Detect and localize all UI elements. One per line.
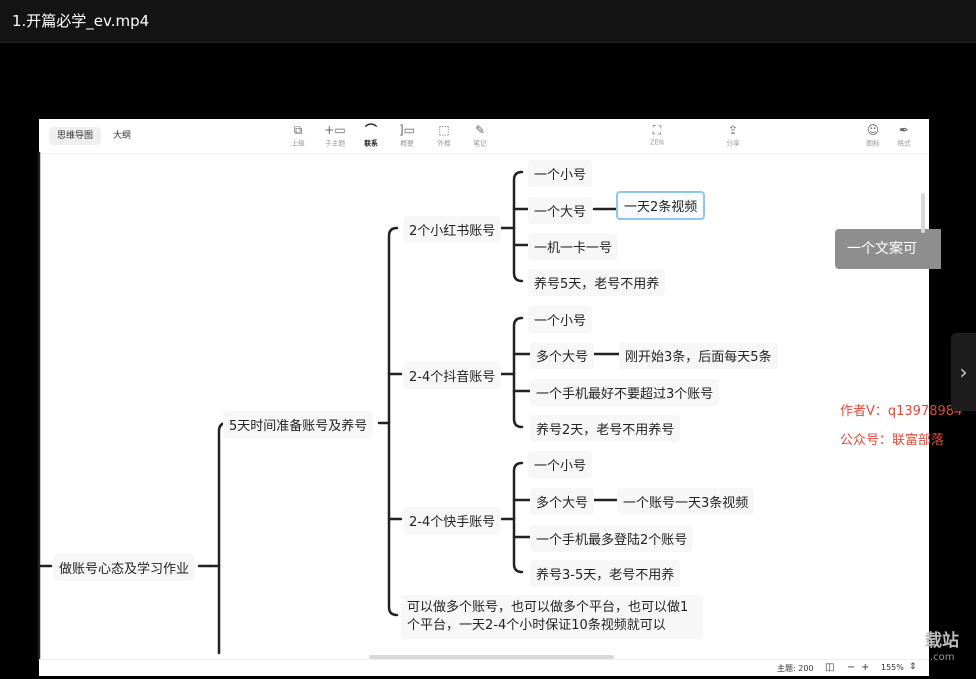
horizontal-scrollbar[interactable] — [369, 655, 614, 659]
relation-button[interactable]: ⌒ 联系 — [354, 123, 388, 149]
mindmap-leaf-node[interactable]: 刚开始3条，后面每天5条 — [619, 342, 778, 369]
insert-sibling-icon: ⧉ — [293, 123, 303, 137]
chevron-right-icon: › — [959, 360, 968, 384]
insert-child-button[interactable]: +▭ 子主题 — [318, 123, 352, 149]
site-watermark: 载站 — [925, 631, 959, 651]
note-button[interactable]: ✎ 笔记 — [463, 123, 497, 149]
mindmap-branch-node[interactable]: 2-4个快手账号 — [403, 507, 502, 534]
mindmap-leaf-node[interactable]: 多个大号 — [530, 488, 595, 515]
zoom-in-button[interactable]: + — [861, 662, 870, 673]
smiley-icon: ☺ — [866, 123, 880, 137]
mindmap-root-node[interactable]: 做账号心态及学习作业 — [53, 554, 196, 581]
note-icon: ✎ — [474, 123, 486, 137]
share-button[interactable]: ⇪ 分享 — [716, 123, 750, 149]
mindmap-leaf-node[interactable]: 养号2天，老号不用养号 — [530, 415, 681, 442]
account-watermark: 公众号：联富部落 — [840, 433, 945, 448]
mindmap-leaf-node[interactable]: 一机一卡一号 — [528, 233, 619, 260]
boundary-icon: ⬚ — [438, 123, 450, 137]
mindmap-toolbar: 思维导图 大纲 ⧉ 上级 +▭ 子主题 ⌒ 联系 ]▭ 概要 ⬚ 外框 ✎ 笔记… — [39, 119, 929, 154]
site-watermark-domain: .com — [930, 652, 955, 663]
insert-sibling-button[interactable]: ⧉ 上级 — [281, 123, 315, 149]
mindmap-note-node[interactable]: 可以做多个账号，也可以做多个平台，也可以做1个平台，一天2-4个小时保证10条视… — [401, 595, 703, 639]
mindmap-branch-node[interactable]: 2-4个抖音账号 — [403, 362, 502, 389]
author-watermark: 作者V：q13978984 — [840, 404, 963, 419]
mindmap-leaf-node[interactable]: 多个大号 — [530, 342, 595, 369]
mindmap-app-frame: 思维导图 大纲 ⧉ 上级 +▭ 子主题 ⌒ 联系 ]▭ 概要 ⬚ 外框 ✎ 笔记… — [37, 119, 962, 676]
mindmap-leaf-node[interactable]: 养号5天，老号不用养 — [528, 269, 666, 296]
mindmap-selected-node[interactable]: 一天2条视频 — [616, 191, 706, 220]
zoom-out-button[interactable]: − — [847, 662, 856, 673]
floating-text-button[interactable]: 一个文案可 — [835, 229, 941, 269]
icon-panel-button[interactable]: ☺ 图标 — [856, 123, 890, 149]
summary-icon: ]▭ — [398, 123, 416, 137]
fullscreen-icon: ⛶ — [652, 123, 662, 137]
mindmap-leaf-node[interactable]: 一个小号 — [528, 160, 593, 187]
boundary-button[interactable]: ⬚ 外框 — [427, 123, 461, 149]
vertical-scrollbar[interactable] — [921, 193, 925, 233]
mindmap-leaf-node[interactable]: 一个手机最好不要超过3个账号 — [530, 379, 720, 406]
relation-icon: ⌒ — [364, 123, 377, 137]
mindmap-leaf-node[interactable]: 一个小号 — [528, 306, 593, 333]
topic-count: 主题: 200 — [777, 664, 814, 673]
mindmap-leaf-node[interactable]: 一个账号一天3条视频 — [617, 488, 755, 515]
zoom-level: 155% — [881, 663, 904, 672]
mindmap-branch-node[interactable]: 2个小红书账号 — [403, 216, 502, 243]
video-title-bar: 1.开篇必学_ev.mp4 — [0, 0, 976, 43]
format-panel-button[interactable]: ✒ 格式 — [887, 123, 921, 149]
mindmap-connectors — [37, 151, 621, 661]
zoom-stepper-icon[interactable]: ⇕ — [909, 662, 917, 672]
mindmap-leaf-node[interactable]: 一个手机最多登陆2个账号 — [530, 525, 694, 552]
insert-child-icon: +▭ — [324, 123, 346, 137]
share-icon: ⇪ — [727, 123, 739, 137]
zen-button[interactable]: ⛶ ZEN — [640, 123, 674, 147]
summary-button[interactable]: ]▭ 概要 — [390, 123, 424, 149]
brush-icon: ✒ — [898, 123, 910, 137]
next-video-button[interactable]: › — [951, 333, 976, 411]
mindmap-level1-node[interactable]: 5天时间准备账号及养号 — [223, 411, 374, 438]
mindmap-leaf-node[interactable]: 养号3-5天，老号不用养 — [530, 560, 681, 587]
mindmap-leaf-node[interactable]: 一个大号 — [528, 197, 593, 224]
tab-outline[interactable]: 大纲 — [113, 131, 132, 141]
tab-mindmap[interactable]: 思维导图 — [49, 127, 102, 145]
video-title: 1.开篇必学_ev.mp4 — [12, 12, 150, 30]
status-bar: 主题: 200 ◫ − + 155% ⇕ — [39, 659, 929, 676]
map-icon[interactable]: ◫ — [825, 662, 835, 673]
mindmap-leaf-node[interactable]: 一个小号 — [528, 451, 593, 478]
